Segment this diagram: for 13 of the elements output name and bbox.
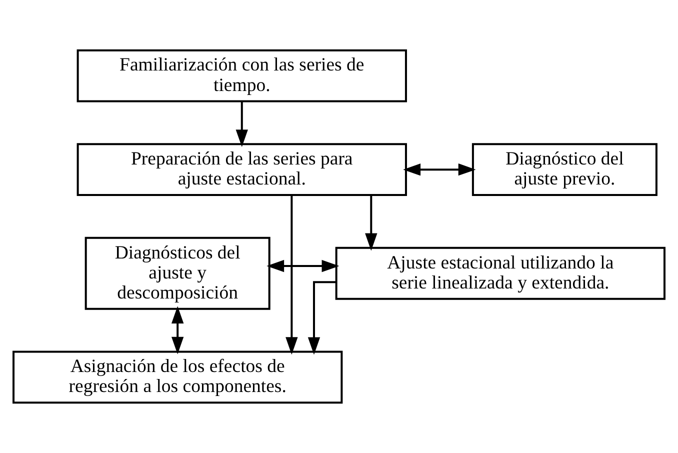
arrow bbox=[308, 281, 336, 355]
arrow bbox=[171, 306, 184, 354]
node-box: Diagnósticos del ajuste y descomposición bbox=[84, 236, 270, 310]
arrow bbox=[403, 163, 476, 176]
node-box: Diagnóstico del ajuste previo. bbox=[472, 143, 658, 196]
arrow bbox=[236, 101, 248, 148]
node-box: Familiarización con las series de tiempo. bbox=[76, 49, 407, 102]
arrow bbox=[266, 260, 340, 272]
node-box: Preparación de las series para ajuste estacional. bbox=[76, 143, 407, 196]
node-box: Asignación de los efectos de regresión a los componentes. bbox=[12, 350, 343, 404]
node-box: Ajuste estacional utilizando la serie linealizada y extendida. bbox=[335, 246, 666, 300]
arrow bbox=[365, 195, 378, 251]
arrow bbox=[286, 195, 298, 355]
